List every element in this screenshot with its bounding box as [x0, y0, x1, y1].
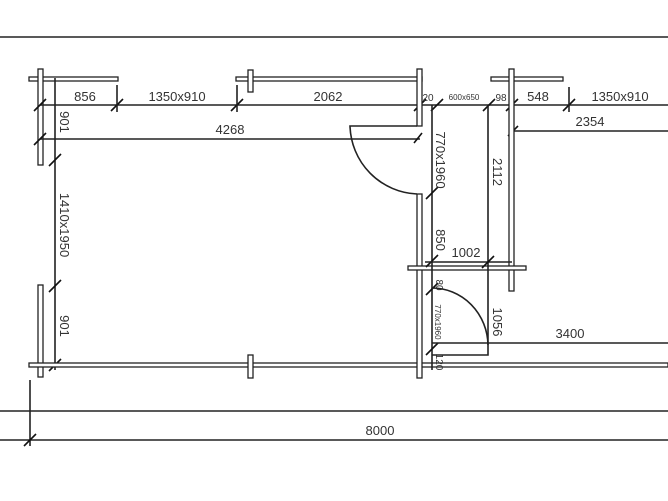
top-wall-segment — [28, 76, 119, 82]
left-wall-lower — [37, 284, 44, 378]
bottom-wall — [28, 362, 668, 368]
wall-post — [247, 69, 254, 93]
dim-label: 856 — [74, 89, 96, 104]
dim-label-window: 1410x1950 — [57, 193, 72, 257]
wall-post — [247, 354, 254, 379]
corridor-cross-wall — [407, 265, 527, 271]
partition-wall-upper — [416, 68, 423, 127]
door-size-label: 770x1960 — [433, 304, 442, 340]
inner-width-right-label: 2354 — [576, 114, 605, 129]
corridor-height-bottom-label: 1056 — [490, 308, 505, 337]
dim-label: 2062 — [314, 89, 343, 104]
dimension-tick — [23, 433, 37, 447]
top-wall-segment — [235, 76, 423, 82]
door-swing — [349, 125, 418, 195]
dim-label: 548 — [527, 89, 549, 104]
partition-wall-lower — [416, 193, 423, 379]
dim-label-window: 1350x910 — [591, 89, 648, 104]
dim-label: 20 — [422, 93, 434, 104]
dim-label: 120 — [433, 354, 444, 371]
dim-label-window: 600x650 — [449, 93, 480, 102]
total-length-label: 8000 — [366, 423, 395, 438]
inner-width-left-label: 4268 — [216, 122, 245, 137]
dim-label: 80 — [433, 279, 444, 291]
dim-label: 901 — [57, 315, 72, 337]
dim-label-window: 1350x910 — [148, 89, 205, 104]
corridor-wall-right — [508, 68, 515, 292]
dim-label: 850 — [433, 229, 448, 251]
door-size-label: 770x1960 — [433, 131, 448, 188]
corridor-width-label: 1002 — [452, 245, 481, 260]
right-room-depth-label: 3400 — [556, 326, 585, 341]
corridor-height-top-label: 2112 — [490, 158, 505, 186]
small-door-swing — [431, 287, 489, 356]
top-dimension-ticks — [33, 85, 576, 112]
left-wall-upper — [37, 68, 44, 166]
top-wall-segment — [490, 76, 564, 82]
dim-label: 98 — [495, 93, 507, 104]
dim-label: 901 — [57, 111, 72, 133]
